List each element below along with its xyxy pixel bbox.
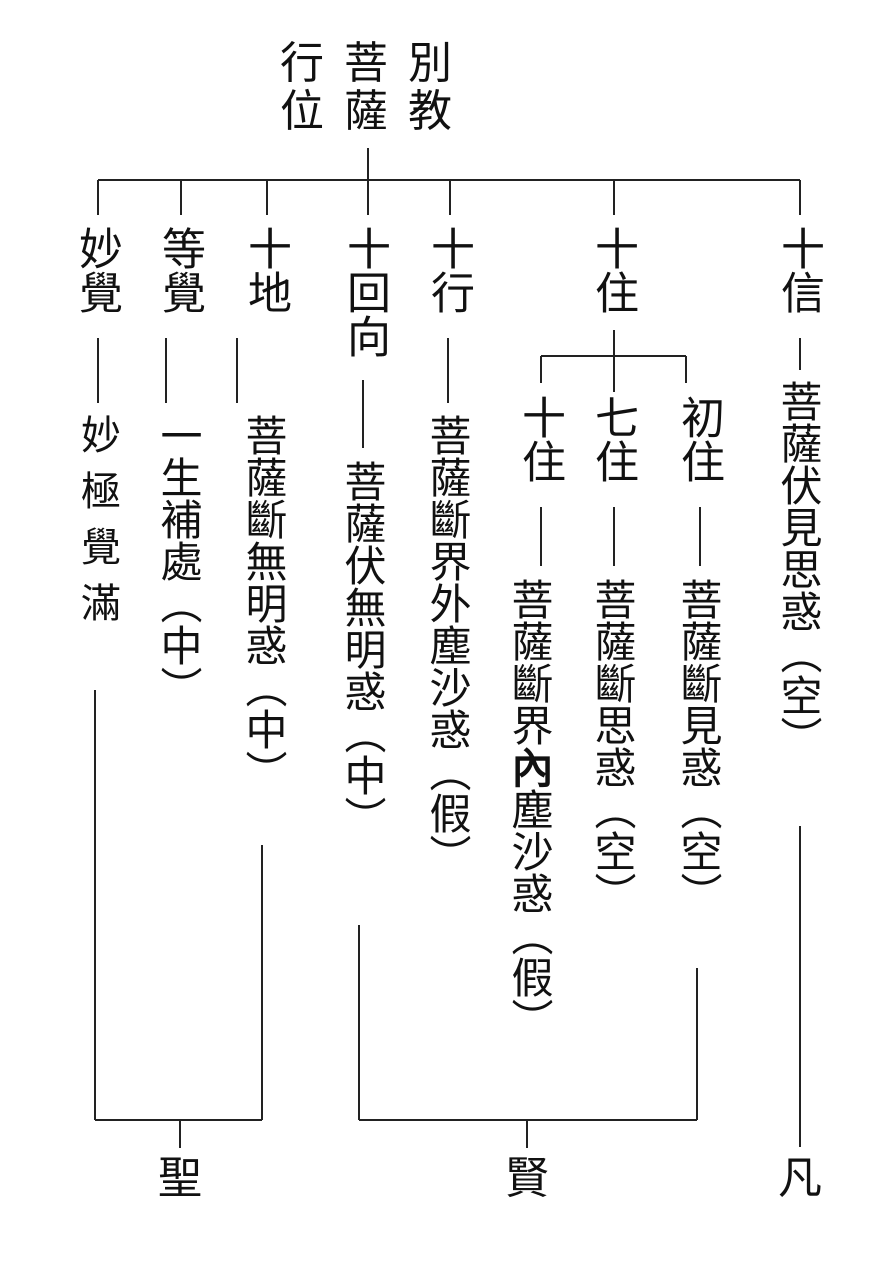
stage-label-dengjue: 等覺	[154, 226, 205, 314]
stage-desc-xing: 菩薩斷界外塵沙惑（假）	[423, 414, 472, 876]
stage-label-zhu: 十住	[587, 226, 638, 314]
stage-desc-chuzhu: 菩薩斷見惑（空）	[674, 578, 723, 914]
stage-desc-shizhu-bold: 內	[505, 746, 554, 788]
stage-desc-shizhu-b: 塵沙惑（假）	[505, 788, 554, 1040]
stage-label-qizhu: 七住	[587, 395, 638, 483]
stage-desc-xinxin: 菩薩伏見思惑（空）	[774, 380, 823, 758]
group-label-sheng: 聖	[158, 1153, 202, 1204]
stage-label-shizhu: 十住	[514, 395, 565, 483]
stage-label-miaojue: 妙覺	[71, 226, 122, 314]
stage-desc-shizhu: 菩薩斷界內塵沙惑（假）	[505, 578, 554, 1040]
stage-label-huixiang: 十回向	[339, 226, 390, 358]
stage-label-chuzhu: 初住	[673, 395, 724, 483]
stage-label-xing: 十行	[423, 226, 474, 314]
title-line-2: 位薩教	[280, 86, 472, 137]
stage-desc-dengjue: 一生補處（中）	[154, 414, 203, 708]
stage-desc-di: 菩薩斷無明惑（中）	[239, 414, 288, 792]
stage-label-di: 十地	[240, 226, 291, 314]
title-line-1: 行菩別	[280, 38, 472, 89]
stage-desc-qizhu: 菩薩斷思惑（空）	[588, 578, 637, 914]
stage-desc-huixiang: 菩薩伏無明惑（中）	[338, 460, 387, 838]
stage-desc-shizhu-a: 菩薩斷界	[505, 578, 554, 746]
group-label-xian: 賢	[505, 1153, 549, 1204]
group-label-fan: 凡	[778, 1153, 822, 1204]
stage-desc-miaojue: 妙極覺滿	[74, 414, 120, 638]
stage-label-xinxin: 十信	[773, 226, 824, 314]
